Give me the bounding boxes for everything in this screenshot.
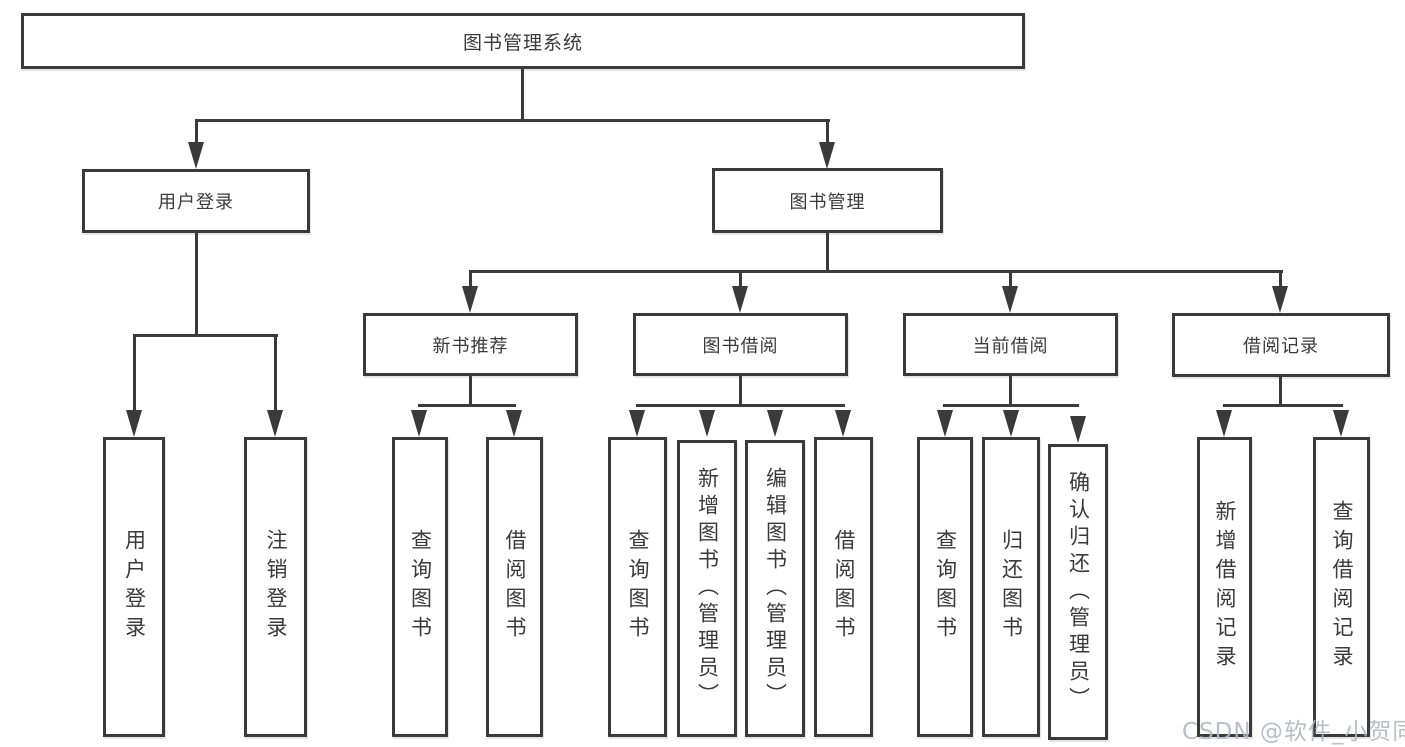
- node-user-login: 用户登录: [82, 169, 310, 233]
- h-line: [636, 404, 845, 407]
- leaf-borrow-borrow-books: 借阅图书: [814, 437, 873, 737]
- arrowhead-down-icon: [126, 410, 142, 437]
- leaf-recommend-borrow-books-label: 借阅图书: [503, 529, 527, 645]
- leaf-borrow-borrow-books-label: 借阅图书: [832, 529, 856, 645]
- node-root: 图书管理系统: [21, 13, 1025, 69]
- leaf-current-confirm-return-admin: 确认归还（管理员）: [1048, 444, 1108, 740]
- v-line: [826, 233, 829, 271]
- h-line: [469, 270, 1283, 273]
- node-borrow-records-label: 借阅记录: [1243, 336, 1319, 357]
- v-line: [195, 233, 198, 335]
- leaf-records-add-record: 新增借阅记录: [1197, 437, 1252, 737]
- leaf-recommend-borrow-books: 借阅图书: [486, 437, 543, 737]
- leaf-borrow-edit-books-admin: 编辑图书（管理员）: [745, 440, 805, 737]
- node-book-management-label: 图书管理: [789, 191, 866, 213]
- leaf-user-login: 用户登录: [103, 437, 165, 737]
- arrowhead-down-icon: [506, 410, 522, 437]
- leaf-recommend-query-books-label: 查询图书: [408, 529, 433, 645]
- v-line: [274, 334, 277, 410]
- node-new-book-recommend: 新书推荐: [363, 313, 578, 376]
- leaf-records-query-record: 查询借阅记录: [1313, 437, 1370, 737]
- leaf-current-query-books-label: 查询图书: [933, 529, 958, 645]
- arrowhead-down-icon: [188, 142, 204, 169]
- arrowhead-down-icon: [937, 410, 953, 437]
- leaf-logout: 注销登录: [244, 437, 307, 737]
- v-line: [826, 119, 829, 146]
- node-current-borrow: 当前借阅: [903, 313, 1118, 376]
- leaf-borrow-add-books-admin-label: 新增图书（管理员）: [695, 467, 720, 710]
- v-line: [1279, 270, 1282, 287]
- leaf-current-return-books: 归还图书: [982, 437, 1040, 737]
- v-line: [469, 376, 472, 406]
- v-line: [1279, 376, 1282, 406]
- watermark: CSDN @软件_小贺同学: [1182, 719, 1405, 745]
- leaf-borrow-query-books: 查询图书: [608, 437, 667, 737]
- leaf-user-login-label: 用户登录: [122, 529, 147, 645]
- arrowhead-down-icon: [835, 410, 851, 437]
- arrowhead-down-icon: [1002, 286, 1018, 313]
- v-line: [739, 270, 742, 287]
- arrowhead-down-icon: [767, 410, 783, 437]
- v-line: [1009, 270, 1012, 287]
- leaf-records-query-record-label: 查询借阅记录: [1330, 500, 1354, 674]
- leaf-current-confirm-return-admin-label: 确认归还（管理员）: [1066, 470, 1091, 714]
- arrowhead-down-icon: [462, 286, 478, 313]
- arrowhead-down-icon: [1003, 410, 1019, 437]
- h-line: [943, 404, 1079, 407]
- leaf-borrow-edit-books-admin-label: 编辑图书（管理员）: [763, 467, 788, 710]
- leaf-borrow-query-books-label: 查询图书: [626, 529, 650, 645]
- v-line: [469, 270, 472, 287]
- leaf-logout-label: 注销登录: [264, 529, 288, 645]
- node-book-borrow: 图书借阅: [633, 313, 848, 376]
- v-line: [521, 69, 524, 120]
- node-user-login-label: 用户登录: [158, 192, 234, 213]
- node-current-borrow-label: 当前借阅: [972, 335, 1049, 357]
- leaf-borrow-add-books-admin: 新增图书（管理员）: [677, 440, 737, 737]
- leaf-records-add-record-label: 新增借阅记录: [1213, 500, 1237, 674]
- v-line: [739, 376, 742, 406]
- leaf-current-return-books-label: 归还图书: [999, 529, 1024, 645]
- h-line: [133, 334, 278, 337]
- node-root-label: 图书管理系统: [462, 31, 583, 54]
- arrowhead-down-icon: [411, 410, 427, 437]
- arrowhead-down-icon: [1333, 410, 1349, 437]
- node-book-borrow-label: 图书借阅: [702, 335, 779, 357]
- leaf-recommend-query-books: 查询图书: [392, 437, 448, 737]
- h-line: [195, 119, 830, 122]
- h-line: [1223, 404, 1343, 407]
- arrowhead-down-icon: [699, 410, 715, 437]
- arrowhead-down-icon: [732, 286, 748, 313]
- node-borrow-records: 借阅记录: [1172, 313, 1390, 377]
- node-book-management: 图书管理: [712, 168, 943, 233]
- arrowhead-down-icon: [267, 410, 283, 437]
- node-new-book-recommend-label: 新书推荐: [432, 335, 509, 357]
- v-line: [1009, 376, 1012, 406]
- arrowhead-down-icon: [1216, 410, 1232, 437]
- arrowhead-down-icon: [629, 410, 645, 437]
- arrowhead-down-icon: [819, 142, 835, 169]
- h-line: [418, 404, 516, 407]
- v-line: [195, 119, 198, 146]
- leaf-current-query-books: 查询图书: [917, 437, 973, 737]
- arrowhead-down-icon: [1070, 416, 1086, 443]
- arrowhead-down-icon: [1272, 286, 1288, 313]
- v-line: [133, 334, 136, 410]
